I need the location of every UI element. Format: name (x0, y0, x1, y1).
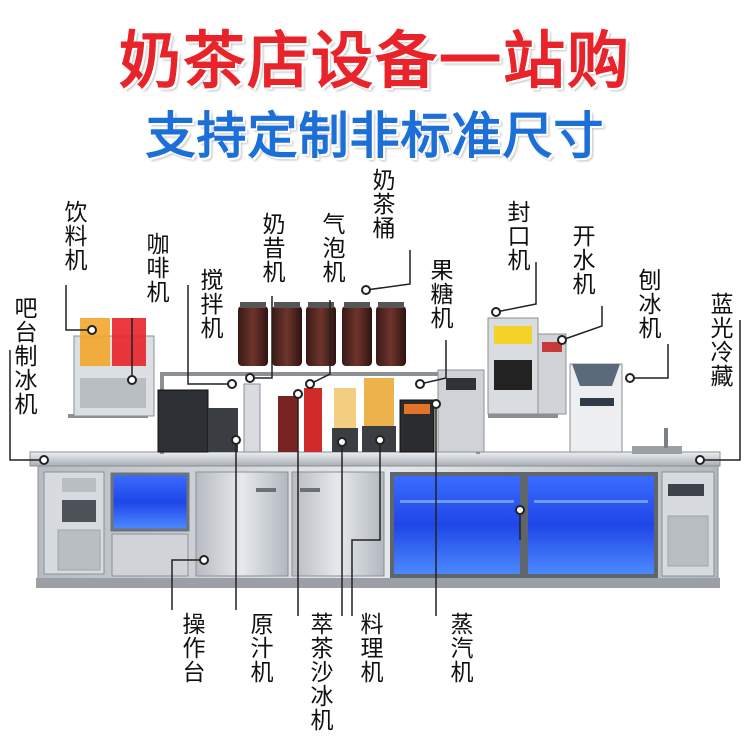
counter-top (29, 451, 721, 467)
label-tea-smoothie: 萃茶沙冰机 (306, 612, 332, 732)
vent-grille (667, 515, 709, 567)
thermostat (668, 484, 704, 496)
tea-smoothie-machine (304, 388, 322, 452)
coffee-machine (157, 389, 209, 453)
label-fructose-machine: 果糖机 (426, 258, 452, 330)
label-bubble-machine: 气泡机 (318, 212, 344, 284)
label-tea-bucket: 奶茶桶 (368, 168, 394, 240)
label-ice-shaver: 刨冰机 (634, 268, 660, 340)
fridge-door-right (524, 472, 658, 578)
ice-drawer (111, 533, 189, 577)
faucet (664, 428, 668, 448)
fridge-shelf (534, 500, 648, 503)
food-processor-jar (364, 378, 394, 426)
label-mixer: 搅拌机 (196, 268, 222, 340)
label-blue-fridge: 蓝光冷藏 (706, 292, 732, 388)
vent-top (62, 478, 96, 492)
ice-shaver-lid (572, 364, 620, 386)
shelf-rail (488, 414, 558, 418)
beverage-tank-orange (80, 318, 110, 366)
fridge-door-left (390, 472, 524, 578)
fridge-shelf (400, 500, 514, 503)
cabinet-door-right (291, 471, 385, 577)
label-sealer: 封口机 (503, 200, 529, 272)
shelf-rail (160, 372, 480, 376)
mixer (243, 383, 261, 453)
sink (632, 446, 682, 454)
label-coffee-machine: 咖啡机 (142, 232, 168, 304)
steam-panel (404, 404, 430, 414)
callout-lines (9, 250, 741, 616)
tea-barrels (238, 302, 406, 366)
blender-jar (334, 388, 356, 428)
label-steam-machine: 蒸汽机 (446, 612, 472, 684)
label-bar-ice-machine: 吧台制冰机 (10, 296, 36, 416)
control-panel (62, 500, 96, 522)
label-work-table: 操作台 (178, 612, 204, 684)
page-subtitle: 支持定制非标准尺寸 (145, 107, 605, 165)
ice-shaver-panel (580, 398, 614, 406)
label-beverage-machine: 饮料机 (60, 200, 86, 272)
door-handle-left (256, 488, 276, 492)
ice-window (110, 472, 190, 532)
beverage-tank-red (112, 318, 146, 366)
sealer-body (494, 360, 532, 390)
label-milkshake-machine: 奶昔机 (258, 212, 284, 284)
callout-dot-icon (39, 285, 705, 565)
counter-base (36, 578, 720, 588)
juicer (278, 396, 298, 452)
label-juicer: 原汁机 (246, 612, 272, 684)
door-handle-right (300, 488, 320, 492)
page-title: 奶茶店设备一站购 (118, 24, 631, 97)
vent-grille (57, 529, 101, 571)
coffee-grinder (208, 408, 238, 452)
label-food-processor: 料理机 (356, 612, 382, 684)
fructose-display (446, 378, 476, 390)
cabinet-door-left (195, 471, 289, 577)
sealer-head (494, 326, 532, 344)
label-water-boiler: 开水机 (568, 224, 594, 296)
boiler-display (542, 342, 562, 352)
